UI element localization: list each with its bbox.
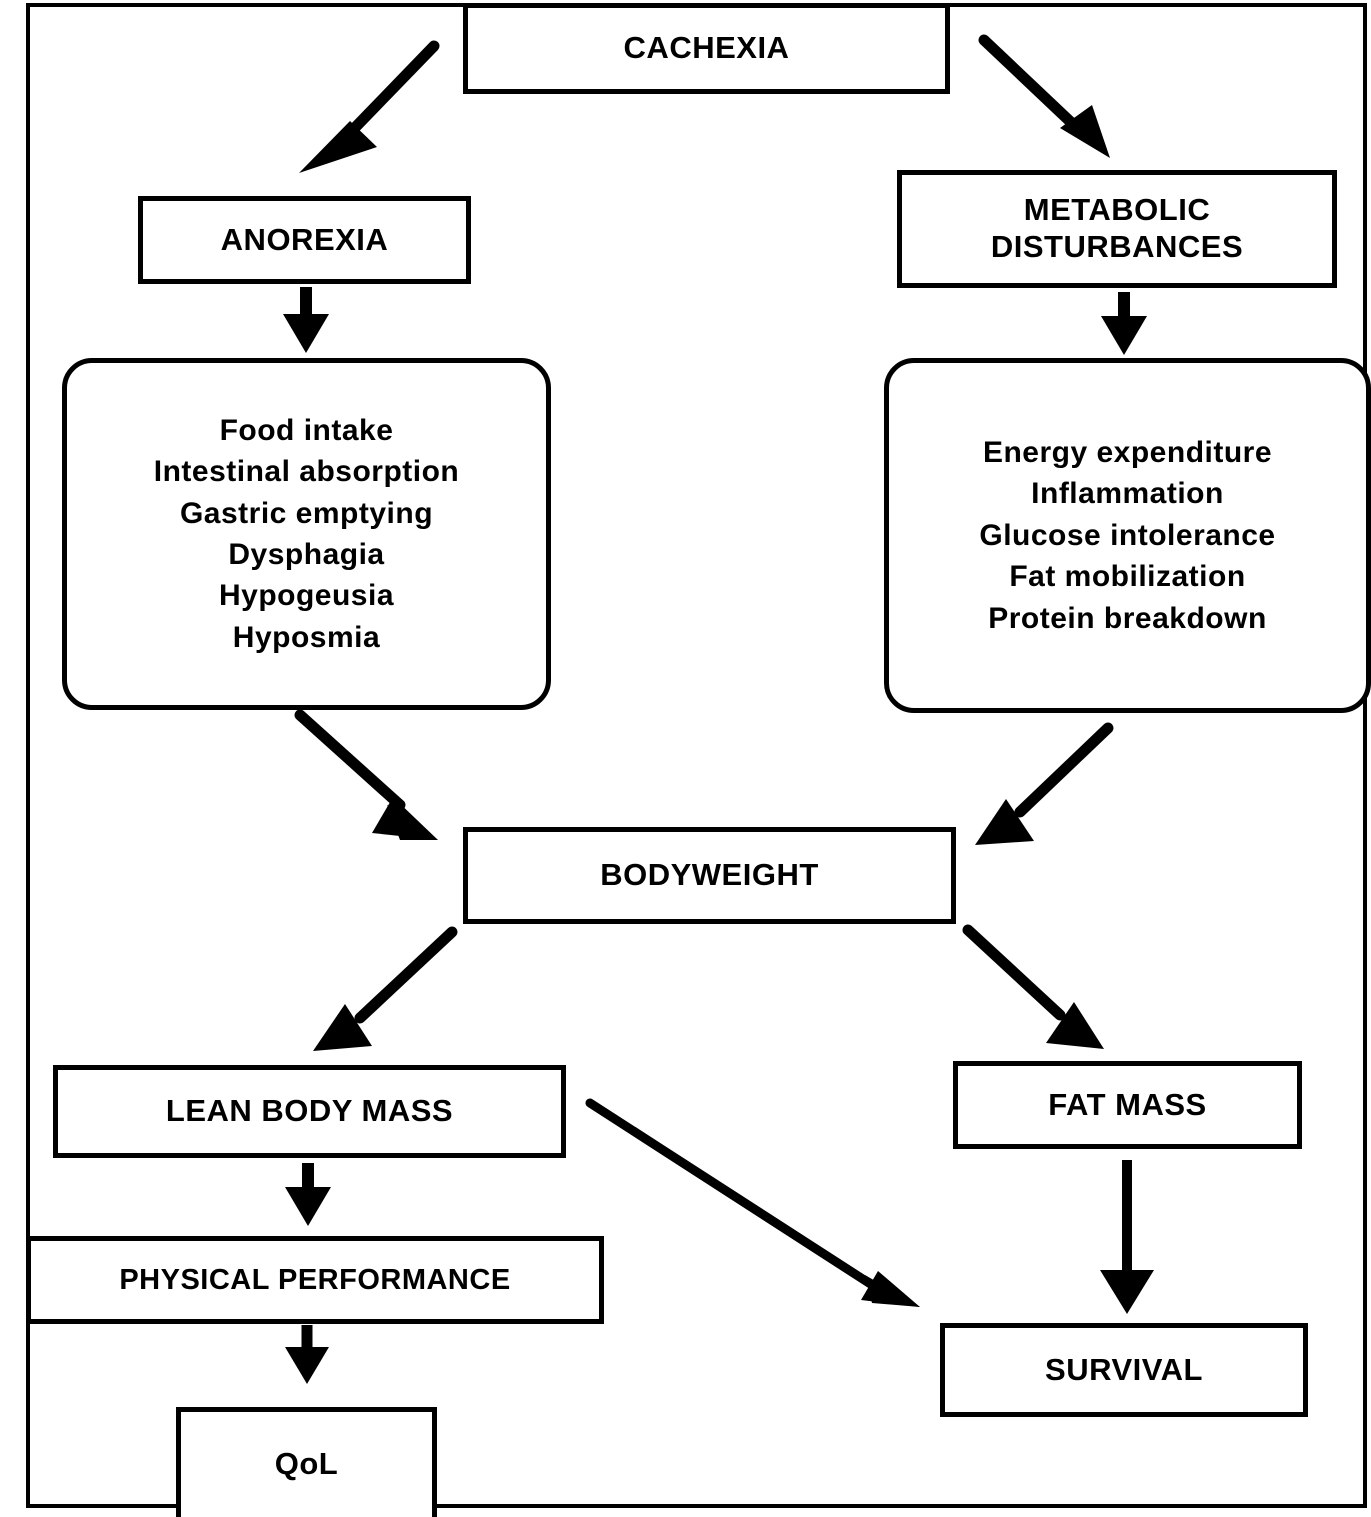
metabolic-effect-item: Energy expenditure xyxy=(982,436,1273,470)
arrow-anorexia-to-effects xyxy=(283,287,329,353)
node-cachexia-label: CACHEXIA xyxy=(623,30,790,66)
arrow-lean-body-mass-to-survival xyxy=(585,1098,920,1307)
anorexia-effect-item: Hypogeusia xyxy=(218,579,395,613)
node-lean-body-mass[interactable]: LEAN BODY MASS xyxy=(53,1065,566,1158)
node-survival[interactable]: SURVIVAL xyxy=(940,1323,1308,1417)
node-qol[interactable]: QoL xyxy=(176,1407,437,1517)
anorexia-effect-item: Gastric emptying xyxy=(179,496,434,530)
arrow-cachexia-to-anorexia xyxy=(299,40,440,173)
arrow-metabolic-to-effects xyxy=(1101,292,1147,355)
node-anorexia-label: ANOREXIA xyxy=(220,221,389,257)
node-fat-mass[interactable]: FAT MASS xyxy=(953,1061,1302,1149)
anorexia-effect-item: Food intake xyxy=(219,413,394,447)
metabolic-effect-item: Glucose intolerance xyxy=(979,518,1276,552)
arrow-lean-body-mass-to-physical-performance xyxy=(285,1163,331,1226)
node-anorexia[interactable]: ANOREXIA xyxy=(138,196,471,284)
anorexia-effect-item: Dysphagia xyxy=(228,538,385,571)
anorexia-effect-item: Intestinal absorption xyxy=(153,455,460,489)
arrow-metabolic-effects-to-bodyweight xyxy=(975,722,1114,845)
arrow-anorexia-effects-to-bodyweight xyxy=(294,709,438,840)
node-metabolic-disturbances[interactable]: METABOLIC DISTURBANCES xyxy=(897,170,1337,288)
arrow-physical-performance-to-qol xyxy=(285,1325,329,1384)
anorexia-effect-item: Hyposmia xyxy=(232,620,381,654)
node-qol-label: QoL xyxy=(274,1446,339,1482)
arrow-bodyweight-to-fat-mass xyxy=(962,924,1104,1049)
node-metabolic-effects[interactable]: Energy expenditure Inflammation Glucose … xyxy=(884,358,1371,713)
node-anorexia-effects[interactable]: Food intake Intestinal absorption Gastri… xyxy=(62,358,551,710)
node-metabolic-disturbances-line2: DISTURBANCES xyxy=(990,229,1244,264)
metabolic-effect-item: Fat mobilization xyxy=(1009,560,1246,594)
arrow-bodyweight-to-lean-body-mass xyxy=(313,926,458,1051)
metabolic-effect-item: Inflammation xyxy=(1031,477,1224,511)
node-survival-label: SURVIVAL xyxy=(1045,1351,1203,1387)
node-physical-performance[interactable]: PHYSICAL PERFORMANCE xyxy=(26,1236,604,1324)
node-physical-performance-label: PHYSICAL PERFORMANCE xyxy=(119,1263,511,1296)
node-cachexia[interactable]: CACHEXIA xyxy=(463,3,950,94)
metabolic-effect-item: Protein breakdown xyxy=(988,601,1267,635)
arrow-cachexia-to-metabolic xyxy=(978,34,1110,158)
node-lean-body-mass-label: LEAN BODY MASS xyxy=(165,1093,454,1129)
node-bodyweight[interactable]: BODYWEIGHT xyxy=(463,827,956,924)
node-fat-mass-label: FAT MASS xyxy=(1048,1086,1207,1122)
node-bodyweight-label: BODYWEIGHT xyxy=(600,857,819,893)
arrow-fat-mass-to-survival xyxy=(1100,1160,1154,1314)
node-metabolic-disturbances-line1: METABOLIC xyxy=(1023,192,1211,228)
